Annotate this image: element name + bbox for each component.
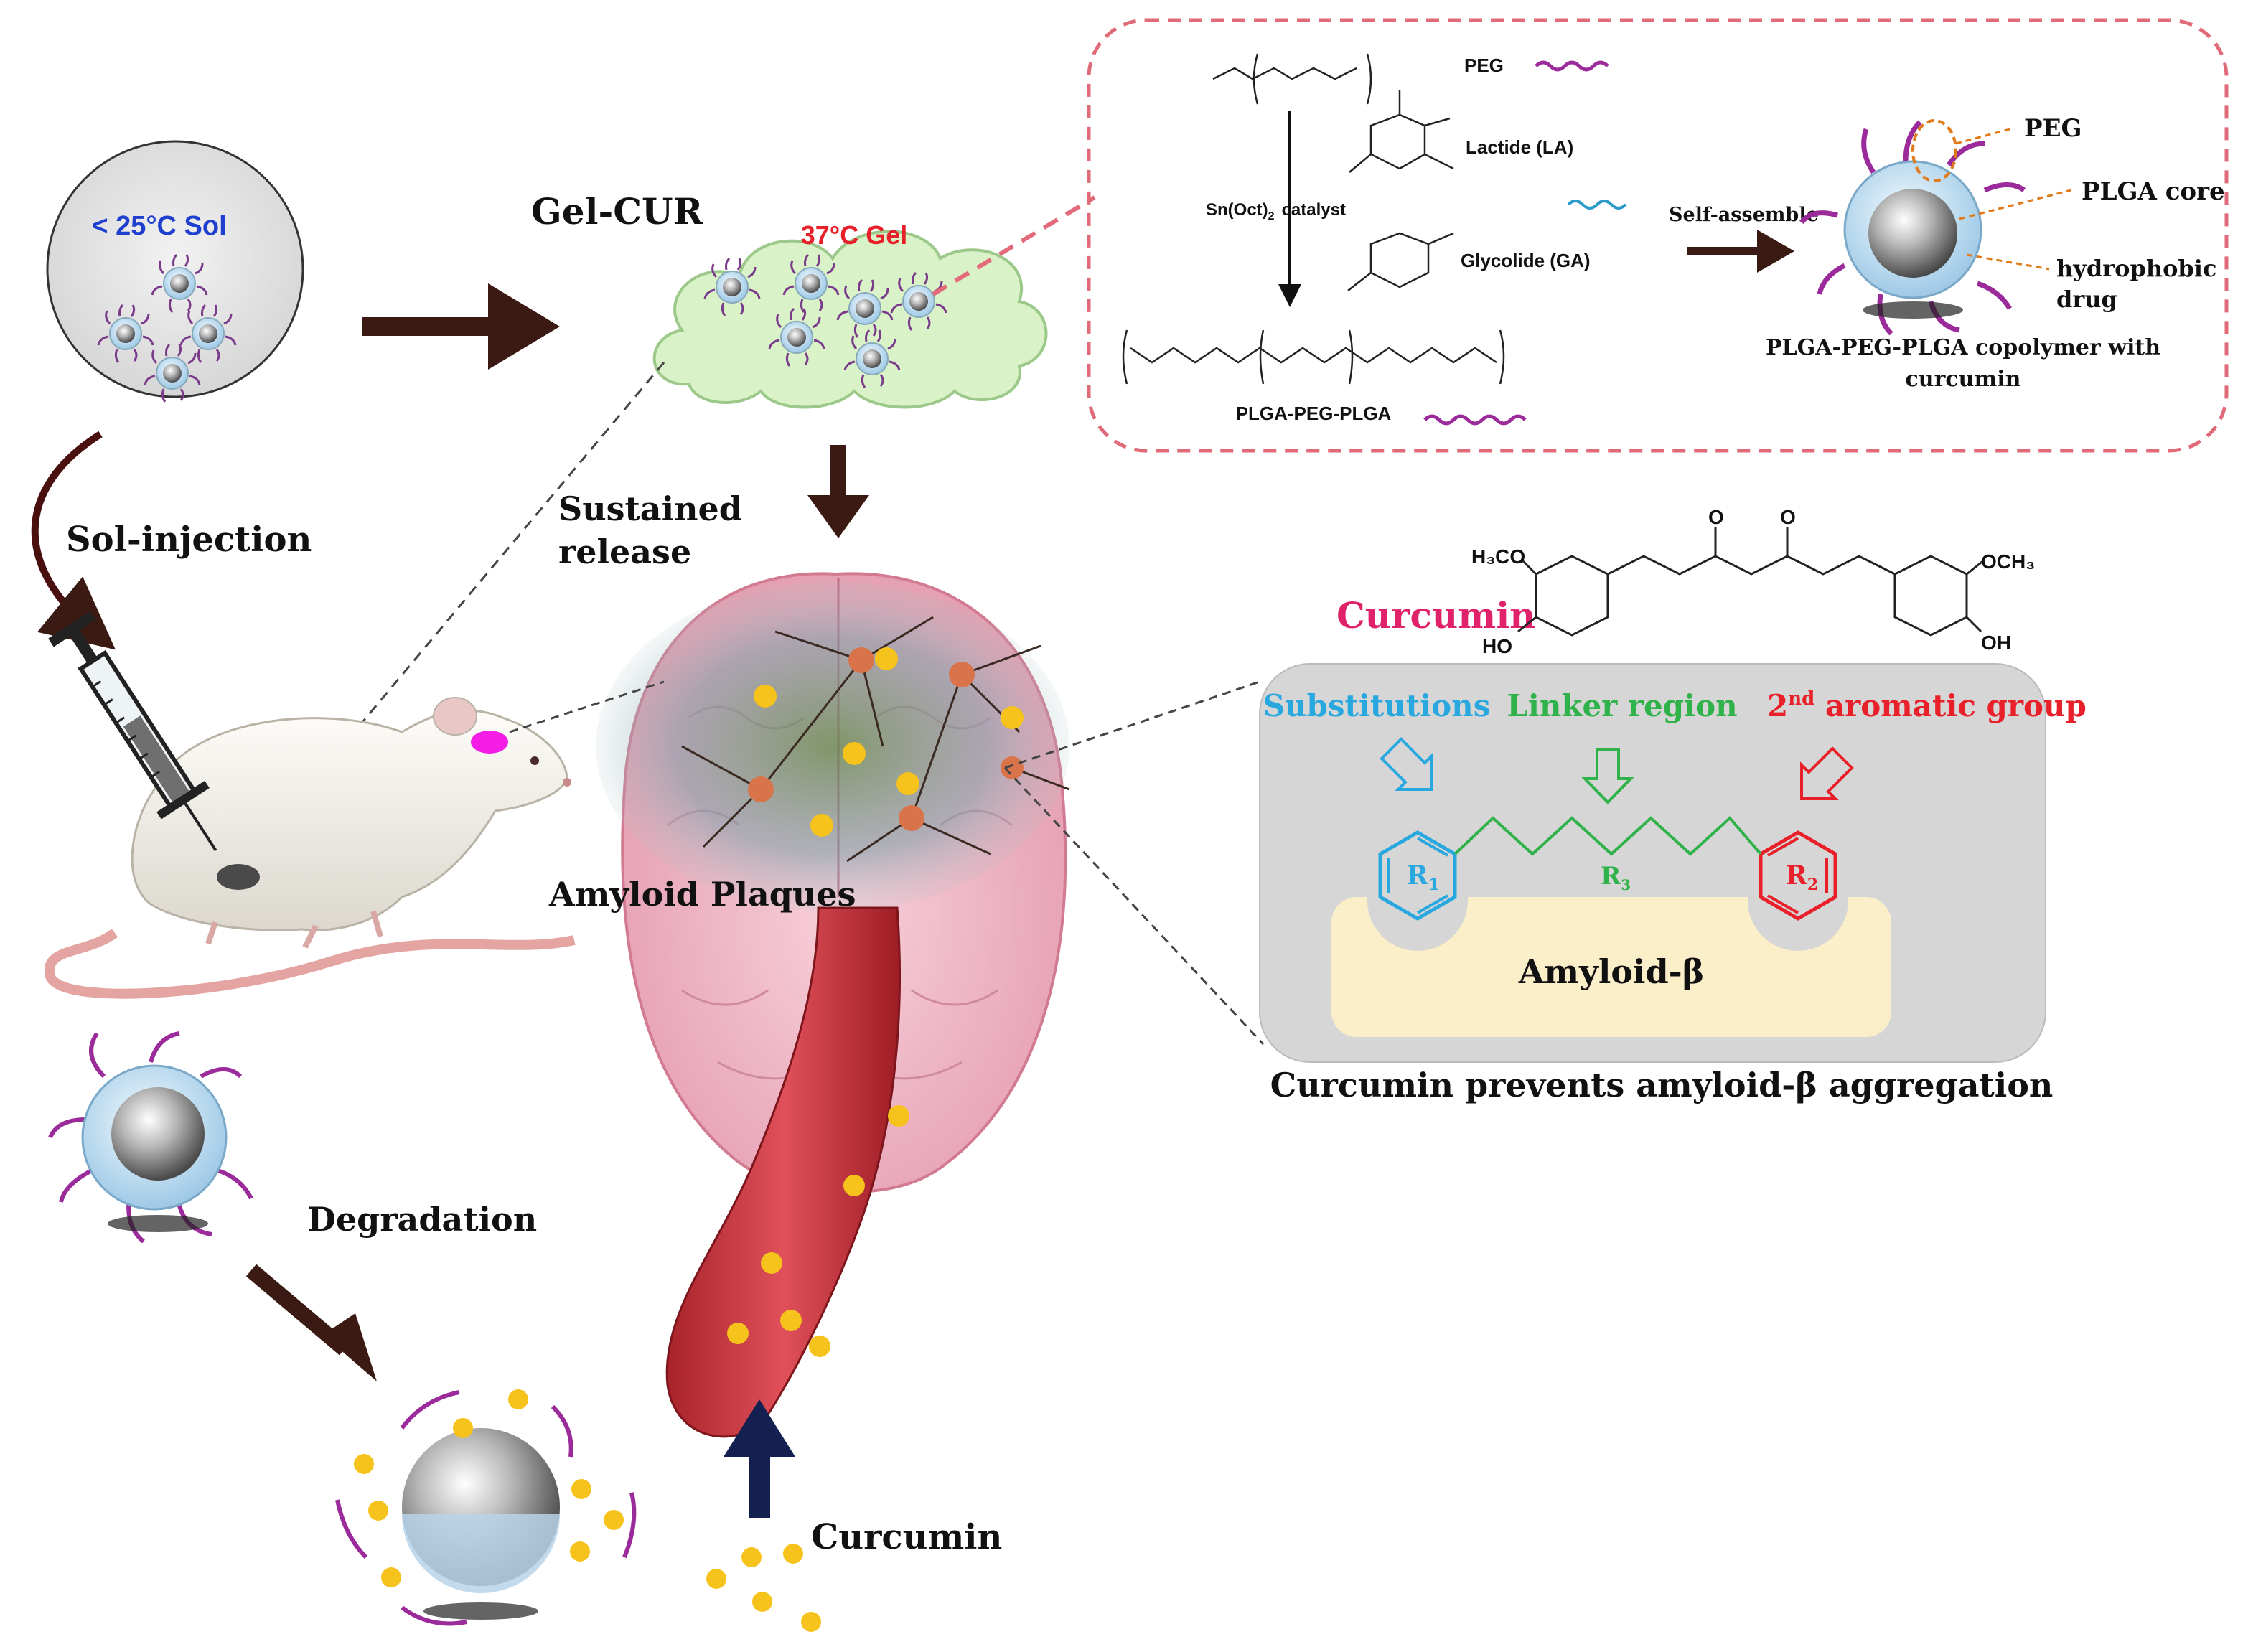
arrow-gel-to-brain-head [807, 495, 869, 538]
sol-state-label: < 25°C Sol [92, 211, 226, 241]
pla-chain-icon [1567, 200, 1627, 210]
carbonyl-o-label-1: O [1708, 506, 1724, 528]
ho-label: HO [1482, 635, 1512, 657]
rat-brain-connector [509, 680, 665, 733]
micelle-caption-1: PLGA-PEG-PLGA copolymer with [1766, 335, 2160, 360]
injection-site-marker [471, 731, 508, 754]
r2-ring-inner [1767, 837, 1828, 914]
r1-binding-pocket [1367, 850, 1468, 951]
curcumin-bottom-label: Curcumin [811, 1517, 1002, 1557]
degradation-label: Degradation [307, 1200, 537, 1239]
plga-peg-plga-structure [1122, 329, 1505, 385]
injection-spot [217, 864, 260, 890]
oh-label: OH [1981, 632, 2011, 654]
released-curcumin [354, 1389, 624, 1587]
gel-cur-label: Gel-CUR [531, 190, 703, 233]
glycolide-structure [1347, 232, 1454, 291]
arrow-sol-injection [31, 431, 116, 650]
micelle-peg-label: PEG [2024, 114, 2082, 143]
micelle-core-label: PLGA core [2082, 177, 2225, 206]
mechanism-caption: Curcumin prevents amyloid-β aggregation [1270, 1066, 2054, 1104]
peg-chain-icon [1535, 60, 1609, 72]
self-assemble-arrow-head [1757, 230, 1794, 273]
linker-chain [1453, 816, 1762, 856]
peg-label: PEG [1464, 55, 1504, 76]
carbonyl-o-label-2: O [1780, 506, 1796, 528]
lactide-structure [1349, 90, 1454, 173]
syringe [48, 611, 217, 852]
curcumin-title: Curcumin [1336, 594, 1536, 637]
amyloid-plaques-label: Amyloid Plaques [548, 875, 856, 914]
curcumin-dots-bottom [706, 1544, 821, 1632]
blood-vessel [665, 906, 901, 1438]
sustained-release-label-1: Sustained [558, 489, 742, 528]
product-chain-icon [1423, 414, 1527, 426]
arrow-sol-to-gel-head [488, 283, 560, 370]
zoom-connector [932, 195, 1096, 296]
intact-nanoparticle [48, 1031, 253, 1244]
pointer-core [1959, 189, 2071, 220]
plaque-cloud [596, 581, 1069, 911]
micelle-drug-label-1: hydrophobic [2056, 255, 2216, 282]
synthesis-box [1087, 18, 2229, 453]
gel-cloud [652, 230, 1048, 409]
brain-panel-connector-top [1004, 680, 1260, 769]
curcumin-dots-brain [754, 647, 1024, 837]
micelle [1799, 120, 2026, 336]
r1-ring-inner [1387, 837, 1448, 914]
substitutions-arrow [1380, 737, 1433, 791]
r1-label: R1 [1407, 860, 1439, 894]
aromatic-group-label: 2nd aromatic group [1767, 688, 2087, 723]
curcumin-dots-vessel [727, 1105, 909, 1357]
r3-label: R3 [1601, 862, 1631, 893]
neuron-network [681, 616, 1070, 863]
gel-state-label: 37°C Gel [801, 220, 907, 250]
released-peg-chains [335, 1390, 637, 1626]
amyloid-beta-label: Amyloid-β [1518, 952, 1705, 991]
r2-label: R2 [1786, 860, 1818, 894]
pointer-drug [1966, 253, 2050, 271]
neuron-bodies [748, 647, 1024, 831]
amyloid-beta-block [1331, 897, 1891, 1037]
h3co-label: H₃CO [1471, 545, 1525, 568]
micelle-drug-label-2: drug [2056, 286, 2117, 313]
och3-label: OCH₃ [1981, 550, 2035, 573]
sustained-release-label-2: release [558, 532, 691, 571]
curcumin-structure [1517, 527, 1985, 637]
lactide-label: Lactide (LA) [1466, 136, 1573, 158]
brain-panel-connector-bottom [1003, 766, 1265, 1046]
product-label: PLGA-PEG-PLGA [1236, 403, 1392, 424]
aromatic-arrow [1800, 746, 1854, 800]
r2-binding-pocket [1748, 850, 1848, 951]
substitutions-label: Substitutions [1263, 688, 1491, 723]
arrow-degradation-head [323, 1313, 377, 1381]
micelle-caption-2: curcumin [1906, 367, 2021, 392]
arrow-curcumin-up-head [724, 1399, 795, 1457]
self-assemble-label: Self-assemble [1669, 204, 1819, 226]
linker-arrow [1581, 748, 1634, 804]
peg-structure [1212, 53, 1372, 105]
glycolide-label: Glycolide (GA) [1461, 250, 1591, 271]
sol-injection-label: Sol-injection [66, 520, 312, 560]
peg-highlight-circle [1911, 119, 1957, 182]
degraded-nanoparticle [402, 1428, 560, 1620]
linker-region-label: Linker region [1507, 688, 1737, 723]
